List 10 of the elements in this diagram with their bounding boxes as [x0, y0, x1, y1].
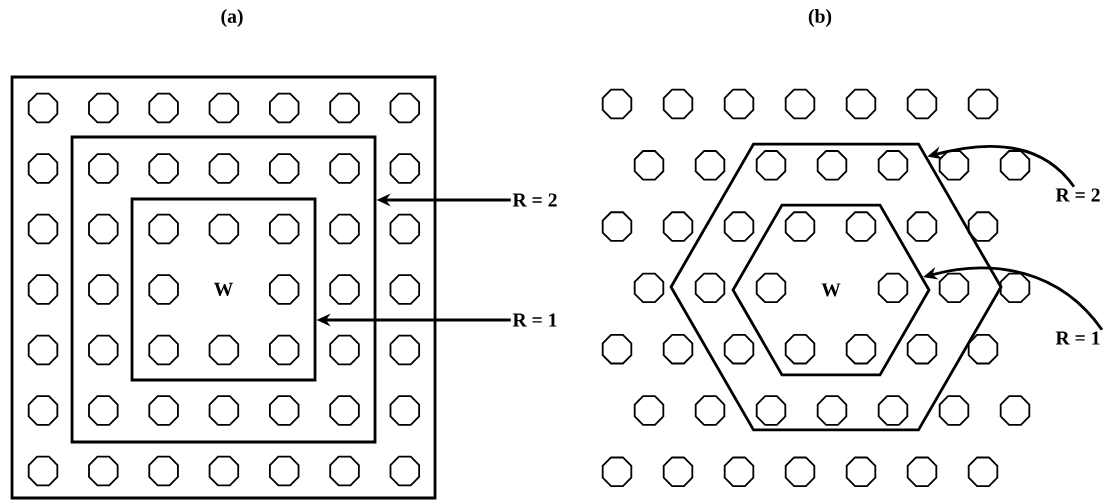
radius-label: R = 1 — [1055, 331, 1100, 345]
panel-label: (b) — [808, 9, 832, 27]
hexagon-frame: W — [731, 203, 931, 377]
square-frame — [70, 135, 377, 444]
radius-label: R = 2 — [512, 193, 557, 207]
hexagon-frame — [669, 142, 1003, 432]
radius-label: R = 1 — [512, 313, 557, 327]
radius-label: R = 2 — [1055, 188, 1100, 202]
panel-label: (a) — [221, 9, 243, 27]
square-frame: W — [130, 197, 317, 382]
